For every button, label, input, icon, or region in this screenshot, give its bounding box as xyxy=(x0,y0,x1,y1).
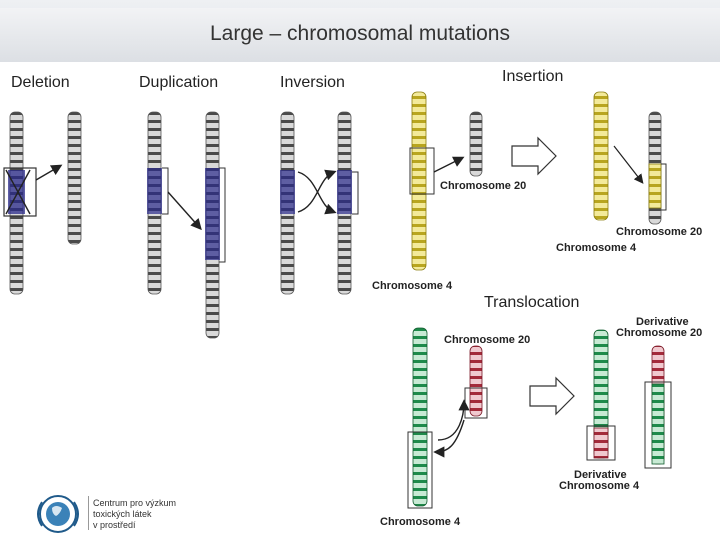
deletion-diagram xyxy=(3,111,82,295)
deletion-region xyxy=(8,170,25,214)
insertion-inserted-segment xyxy=(648,163,662,209)
logo-line-2: toxických látek xyxy=(93,509,152,519)
translocation-swap-arrow-back xyxy=(433,419,465,458)
insertion-chr20-left xyxy=(469,111,483,177)
translocation-big-arrow xyxy=(529,376,575,416)
insertion-diagram xyxy=(409,91,667,271)
translocation-chr4-label: Chromosome 4 xyxy=(380,516,461,528)
insertion-chr4-label-right: Chromosome 4 xyxy=(556,242,637,254)
insertion-arrow-right xyxy=(613,145,644,184)
translocation-deriv20-label-2: Chromosome 20 xyxy=(616,327,703,339)
inversion-title: Inversion xyxy=(280,74,345,91)
translocation-deriv4-label-1: Derivative xyxy=(574,469,627,481)
left-diagram-panel xyxy=(6,64,362,348)
deletion-cross-b xyxy=(5,169,31,215)
translocation-chr4-box xyxy=(407,431,433,509)
duplication-bracket-right xyxy=(219,167,226,263)
logo-text: Centrum pro výzkum toxických látek v pro… xyxy=(93,498,176,531)
insertion-chr20-label-right: Chromosome 20 xyxy=(616,226,703,238)
duplication-copy-region xyxy=(205,168,220,260)
translocation-deriv4-box xyxy=(586,425,616,461)
logo-line-3: v prostředí xyxy=(93,520,136,530)
logo-line-1: Centrum pro výzkum xyxy=(93,498,177,508)
inversion-region-left xyxy=(280,170,295,214)
insertion-chr4-label-left: Chromosome 4 xyxy=(372,280,453,292)
deletion-chromosome-right xyxy=(67,111,82,245)
duplication-title: Duplication xyxy=(139,74,219,91)
slide-title: Large – chromosomal mutations xyxy=(210,22,510,45)
translocation-diagram xyxy=(407,327,672,509)
duplication-arrow xyxy=(167,191,202,231)
deletion-arrow xyxy=(35,164,63,181)
duplication-bracket xyxy=(162,167,169,215)
inversion-region-right xyxy=(337,170,352,214)
translocation-swap-arrow xyxy=(437,399,470,441)
translocation-deriv4-segment xyxy=(593,427,609,459)
inversion-bracket xyxy=(352,171,359,215)
translocation-title: Translocation xyxy=(484,294,580,311)
insertion-chr4-left xyxy=(411,91,427,271)
logo-emblem xyxy=(37,495,79,533)
duplication-source-region xyxy=(147,168,162,214)
insertion-chr20-label: Chromosome 20 xyxy=(440,180,527,192)
translocation-chr20-label: Chromosome 20 xyxy=(444,334,531,346)
insertion-bracket xyxy=(661,163,667,211)
insertion-title: Insertion xyxy=(502,68,564,85)
logo-separator xyxy=(88,496,89,530)
translocation-deriv4-label-2: Chromosome 4 xyxy=(559,480,640,492)
deletion-box xyxy=(3,167,37,217)
duplication-diagram xyxy=(147,111,226,339)
slide-header-bar xyxy=(0,8,720,62)
translocation-deriv20-label-1: Derivative xyxy=(636,316,689,328)
inversion-arrow-a xyxy=(297,171,337,215)
translocation-deriv20-box xyxy=(644,381,672,469)
insertion-arrow-small xyxy=(433,156,465,173)
insertion-chr4-right xyxy=(593,91,609,221)
inversion-diagram xyxy=(280,111,359,295)
insertion-source-box xyxy=(409,147,435,195)
translocation-deriv20-segment xyxy=(651,383,665,465)
translocation-chr4-left xyxy=(412,327,428,507)
deletion-title: Deletion xyxy=(11,74,70,91)
inversion-arrow-b xyxy=(297,169,337,213)
translocation-chr20-left xyxy=(469,345,483,417)
insertion-big-arrow xyxy=(511,136,557,176)
